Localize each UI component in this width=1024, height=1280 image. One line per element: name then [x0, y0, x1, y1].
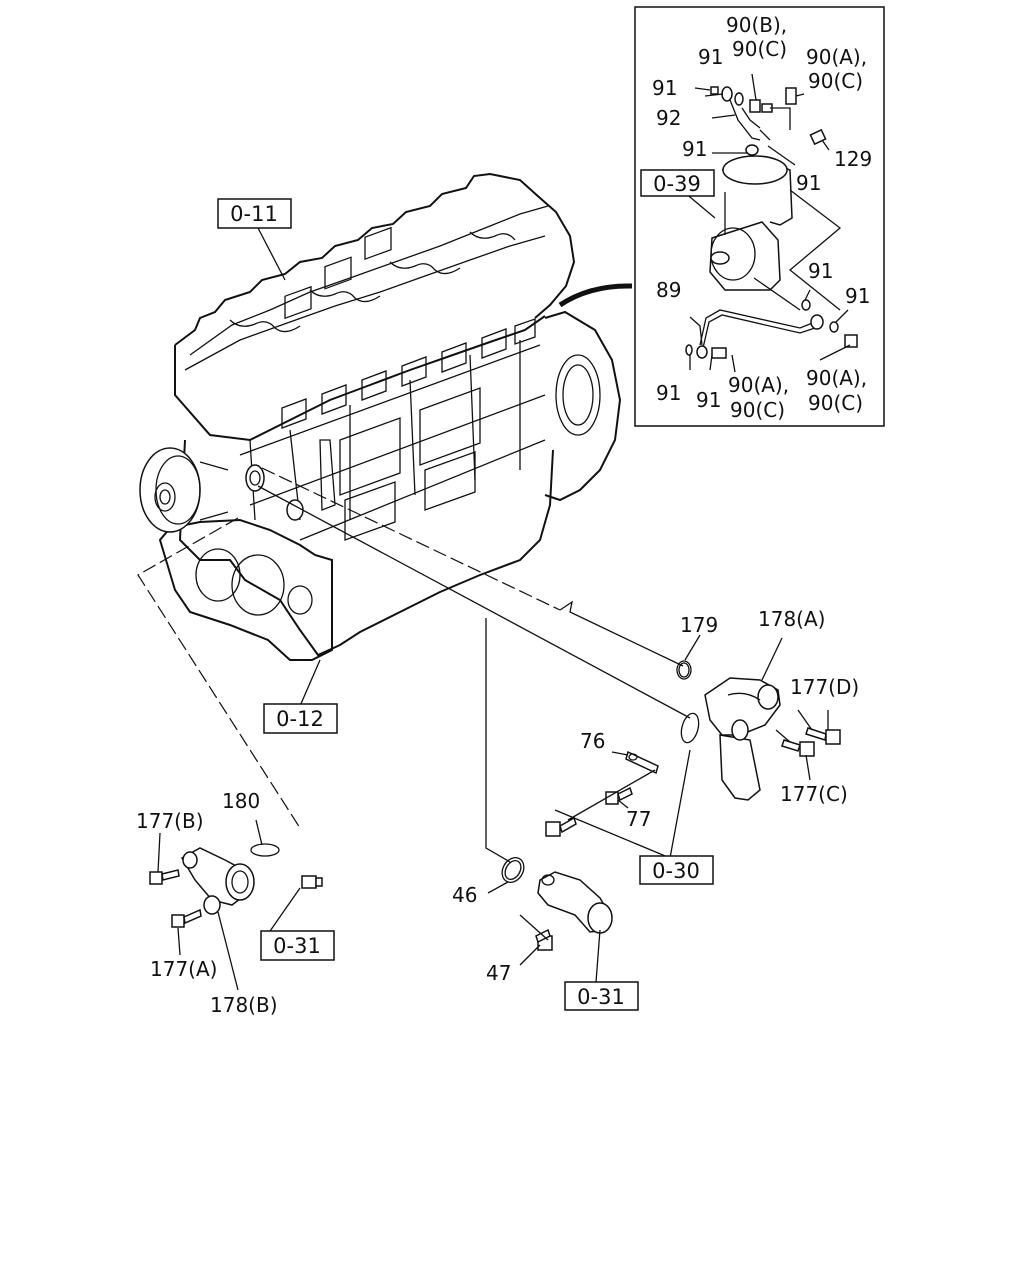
callout-46: 46: [452, 883, 477, 907]
callout-90a-right-line1: 90(A),: [806, 366, 867, 390]
callout-90a-mid-line1: 90(A),: [728, 373, 789, 397]
callout-177c: 177(C): [780, 782, 848, 806]
callout-90a-top-line1: 90(A),: [806, 45, 867, 69]
callout-91-h: 91: [696, 388, 721, 412]
callout-90a-right-line2: 90(C): [808, 391, 863, 415]
ref-box-front-cover: 0-12: [263, 703, 338, 734]
ref-engine-block-label: 0-11: [230, 202, 278, 226]
ref-box-water-outlet-left: 0-31: [260, 930, 335, 961]
callout-91-g: 91: [656, 381, 681, 405]
callout-177b: 177(B): [136, 809, 204, 833]
callout-91-b: 91: [652, 76, 677, 100]
engine-block-drawing: [139, 172, 633, 661]
ref-front-cover-label: 0-12: [276, 707, 324, 731]
callout-76: 76: [580, 729, 605, 753]
callout-77: 77: [626, 807, 651, 831]
callout-129: 129: [834, 147, 872, 171]
air-compressor-inset: [634, 6, 885, 427]
callout-91-f: 91: [845, 284, 870, 308]
ref-box-water-outlet-right: 0-31: [564, 981, 639, 1011]
callout-47: 47: [486, 961, 511, 985]
callout-91-e: 91: [808, 259, 833, 283]
ref-thermostat-housing-label: 0-30: [652, 859, 700, 883]
callout-91-a: 91: [698, 45, 723, 69]
callout-90a-mid-line2: 90(C): [730, 398, 785, 422]
callout-179: 179: [680, 613, 718, 637]
callout-90b-line2: 90(C): [732, 37, 787, 61]
callout-91-c: 91: [682, 137, 707, 161]
callout-labels: 90(B), 90(C) 90(A), 90(C) 91 91 92 91 91…: [136, 13, 872, 1017]
ref-water-outlet-left-label: 0-31: [273, 934, 321, 958]
callout-91-d: 91: [796, 171, 821, 195]
callout-180: 180: [222, 789, 260, 813]
callout-177d: 177(D): [790, 675, 859, 699]
ref-box-thermostat-housing: 0-30: [639, 855, 714, 885]
water-outlet-drawing: [149, 843, 613, 951]
callout-89: 89: [656, 278, 681, 302]
ref-water-outlet-right-label: 0-31: [577, 985, 625, 1009]
ref-box-engine-block: 0-11: [217, 198, 292, 229]
callout-90a-top-line2: 90(C): [808, 69, 863, 93]
callout-178b: 178(B): [210, 993, 278, 1017]
callout-178a: 178(A): [758, 607, 825, 631]
leader-lines: [137, 227, 829, 991]
callout-90b-line1: 90(B),: [726, 13, 787, 37]
callout-92: 92: [656, 106, 681, 130]
ref-air-compressor-label: 0-39: [653, 172, 701, 196]
ref-box-air-compressor: 0-39: [640, 169, 715, 197]
thermostat-housing-drawing: [545, 660, 841, 837]
callout-177a: 177(A): [150, 957, 217, 981]
